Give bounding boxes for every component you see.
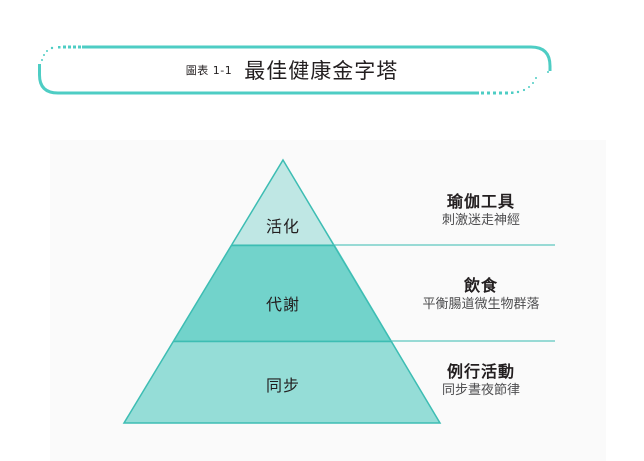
side-desc-middle: 飲食 平衡腸道微生物群落 [396,276,566,313]
tier-label-activation: 活化 [265,217,300,236]
rounded-frame-border [38,45,552,95]
pyramid-tier-bottom [124,341,440,423]
tier-label-metabolism: 代謝 [265,295,300,314]
side-title-middle: 飲食 [463,276,498,295]
pyramid-tier-top [231,160,335,245]
figure-label: 圖表 1-1 [185,64,233,77]
pyramid-tier-middle [173,245,392,341]
pyramid-outline [122,158,442,424]
side-desc-bottom: 例行活動 同步晝夜節律 [396,362,566,399]
tier-label-sync: 同步 [265,376,300,395]
side-subtitle-middle: 平衡腸道微生物群落 [422,297,540,312]
side-title-bottom: 例行活動 [446,362,515,381]
figure-title: 最佳健康金字塔 [244,59,399,83]
side-desc-top: 瑜伽工具 刺激迷走神經 [396,192,566,229]
figure-title-frame: 圖表 1-1 最佳健康金字塔 [36,42,556,98]
side-title-top: 瑜伽工具 [446,192,515,211]
side-subtitle-bottom: 同步晝夜節律 [441,383,520,398]
side-subtitle-top: 刺激迷走神經 [441,213,520,228]
